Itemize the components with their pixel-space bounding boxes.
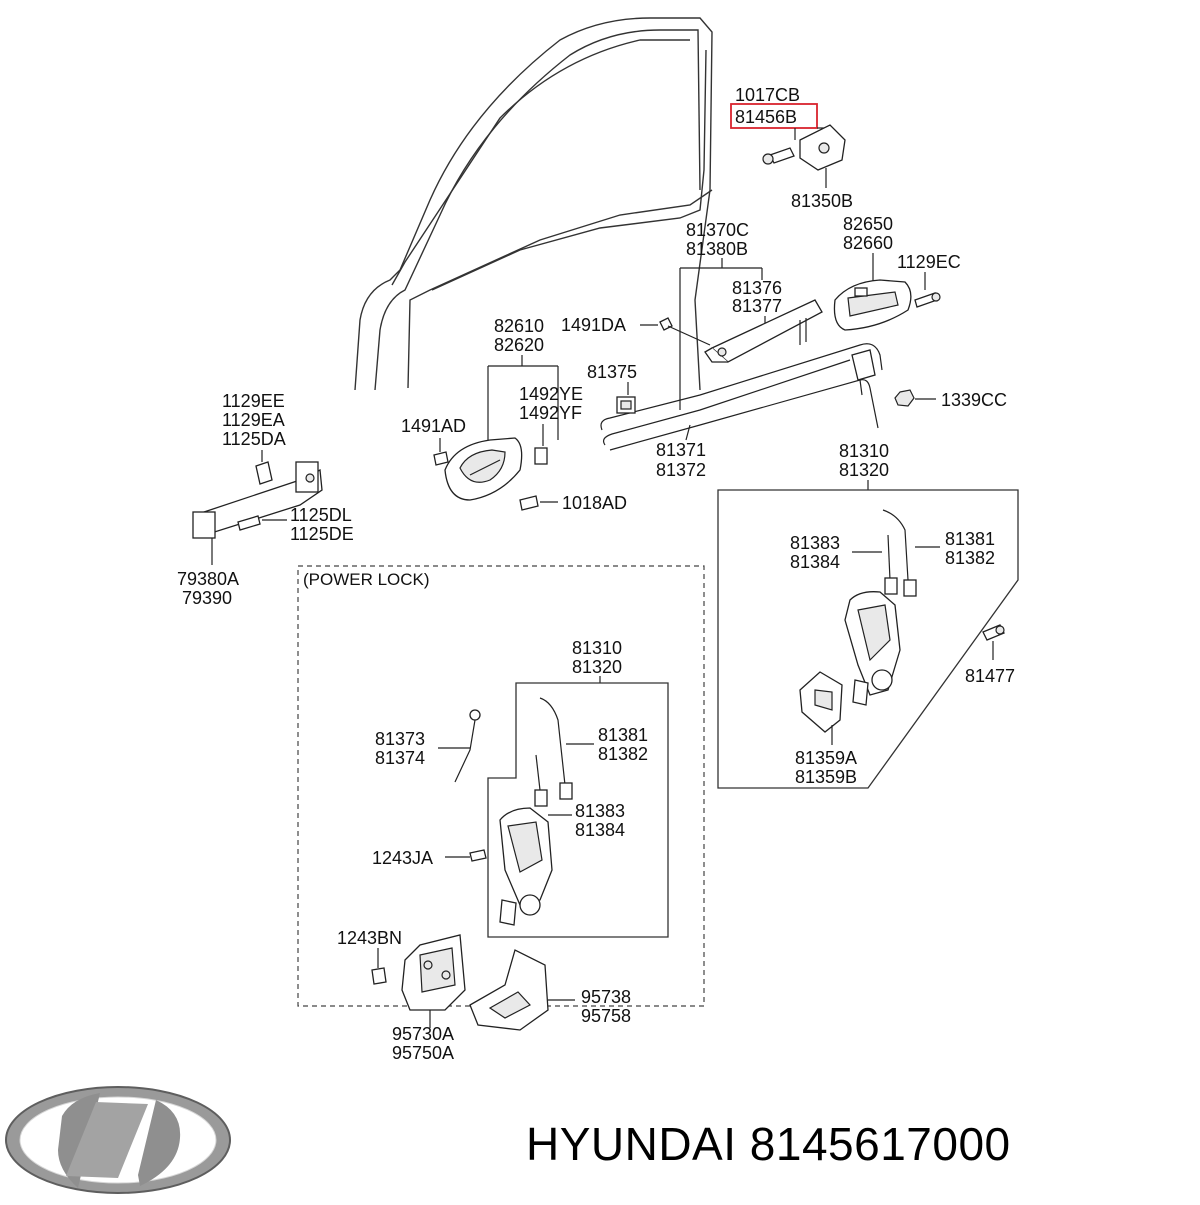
screw-1491DA (659, 317, 711, 346)
label-95730A: 95730A (392, 1024, 454, 1044)
lock-actuator-power (499, 697, 573, 926)
striker-plate (799, 124, 846, 171)
label-79380A: 79380A (177, 569, 239, 589)
door-outline (354, 17, 713, 391)
label-81359B: 81359B (795, 767, 857, 787)
actuator-bracket-95738 (469, 949, 549, 1031)
label-1125DA: 1125DA (222, 429, 286, 449)
brand-caption: HYUNDAI 8145617000 (526, 1118, 1011, 1170)
screw-1018AD (519, 495, 539, 511)
clip-81375 (616, 396, 636, 414)
label-1125DL: 1125DL (290, 505, 352, 525)
label-81384-power: 81384 (575, 820, 625, 840)
lock-assembly-box-right (717, 489, 1019, 789)
label-81382-power: 81382 (598, 744, 648, 764)
label-81383-power: 81383 (575, 801, 625, 821)
label-81374: 81374 (375, 748, 425, 768)
striker-bolt (762, 147, 795, 165)
label-81373: 81373 (375, 729, 425, 749)
bolt-1129EE (255, 461, 273, 485)
label-1491DA: 1491DA (561, 315, 626, 335)
label-81359A: 81359A (795, 748, 857, 768)
hyundai-logo (5, 1086, 231, 1194)
handle-rod-bracket (704, 299, 823, 363)
lock-rods (600, 343, 883, 451)
label-81384-right: 81384 (790, 552, 840, 572)
label-81456B: 81456B (735, 107, 797, 127)
label-81381-power: 81381 (598, 725, 648, 745)
label-81377: 81377 (732, 296, 782, 316)
label-81370C: 81370C (686, 220, 749, 240)
label-81383-right: 81383 (790, 533, 840, 553)
label-95750A: 95750A (392, 1043, 454, 1063)
label-81477: 81477 (965, 666, 1015, 686)
label-95758: 95758 (581, 1006, 631, 1026)
label-1129EC: 1129EC (897, 252, 961, 272)
label-95738: 95738 (581, 987, 631, 1007)
bolt-1129EC (914, 292, 941, 308)
label-1129EE: 1129EE (222, 391, 285, 411)
label-1125DE: 1125DE (290, 524, 354, 544)
screw-81477 (982, 624, 1005, 641)
label-1018AD: 1018AD (562, 493, 627, 513)
door-checker (192, 461, 323, 539)
bolt-1125DL (237, 515, 261, 531)
power-lock-label: (POWER LOCK) (303, 570, 430, 589)
label-81310-power: 81310 (572, 638, 622, 658)
lock-actuator-right (844, 509, 917, 706)
inside-handle (444, 437, 523, 501)
label-81375: 81375 (587, 362, 637, 382)
lock-cover-81359 (799, 671, 843, 733)
label-1017CB: 1017CB (735, 85, 800, 105)
label-82660: 82660 (843, 233, 893, 253)
label-81382-right: 81382 (945, 548, 995, 568)
label-81320-power: 81320 (572, 657, 622, 677)
lock-assembly-box-power (487, 682, 669, 938)
label-81320-right: 81320 (839, 460, 889, 480)
label-1492YE: 1492YE (519, 384, 583, 404)
label-81310-right: 81310 (839, 441, 889, 461)
nut-1339CC (894, 389, 915, 407)
clip-1492YE (534, 447, 548, 465)
highlight-box (730, 103, 818, 129)
label-81372: 81372 (656, 460, 706, 480)
label-1243BN: 1243BN (337, 928, 402, 948)
label-82620: 82620 (494, 335, 544, 355)
screw-1243JA (469, 849, 487, 862)
label-81380B: 81380B (686, 239, 748, 259)
label-82610: 82610 (494, 316, 544, 336)
label-81381-right: 81381 (945, 529, 995, 549)
screw-1491AD (433, 451, 449, 466)
door-lock-actuator-95730 (401, 934, 466, 1011)
label-81371: 81371 (656, 440, 706, 460)
screw-1243BN (371, 967, 387, 985)
outside-handle (833, 279, 912, 331)
label-1339CC: 1339CC (941, 390, 1007, 410)
label-79390: 79390 (182, 588, 232, 608)
label-81376: 81376 (732, 278, 782, 298)
label-1492YF: 1492YF (519, 403, 582, 423)
label-1491AD: 1491AD (401, 416, 466, 436)
label-1243JA: 1243JA (372, 848, 433, 868)
rod-81373 (438, 709, 481, 783)
label-81350B: 81350B (791, 191, 853, 211)
label-1129EA: 1129EA (222, 410, 285, 430)
label-82650: 82650 (843, 214, 893, 234)
